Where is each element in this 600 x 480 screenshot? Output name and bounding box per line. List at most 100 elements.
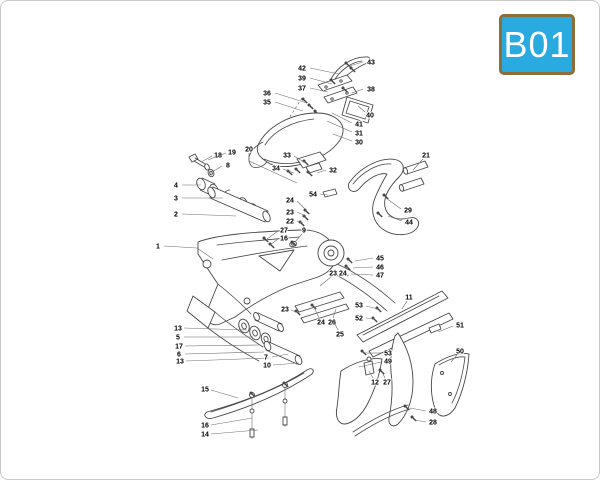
part-number-50: 50 (456, 348, 464, 355)
axle-shaft (207, 186, 271, 223)
part-number-30: 30 (355, 139, 363, 146)
part-number-31: 31 (355, 130, 363, 137)
part-number-15: 15 (201, 386, 209, 393)
part-number-53: 53 (355, 302, 363, 309)
leader-line (309, 77, 333, 85)
fender-strut (335, 332, 414, 427)
part-number-35: 35 (263, 99, 271, 106)
leader-line (266, 230, 279, 240)
part-number-41: 41 (355, 121, 363, 128)
part-number-22: 22 (286, 218, 294, 225)
part-number-2: 2 (174, 211, 178, 218)
part-number-14: 14 (201, 431, 209, 438)
leader-line (437, 325, 454, 333)
plate-holder (341, 96, 374, 124)
part-number-29: 29 (404, 207, 412, 214)
leader-line (183, 327, 248, 331)
part-number-43: 43 (367, 59, 375, 66)
part-number-19: 19 (228, 149, 236, 156)
part-number-7: 7 (264, 354, 268, 361)
part-number-27: 27 (280, 227, 288, 234)
leader-line (274, 92, 308, 104)
leader-line (319, 275, 333, 287)
part-number-36: 36 (263, 90, 271, 97)
leader-line (248, 153, 298, 184)
heel-guard (430, 353, 470, 417)
leader-line (181, 213, 237, 217)
part-number-23: 23 (281, 306, 289, 313)
leader-line (350, 273, 374, 276)
leader-line (387, 215, 403, 222)
leader-line (345, 61, 364, 68)
leader-line (385, 197, 402, 210)
part-number-42: 42 (298, 65, 306, 72)
part-number-37: 37 (298, 85, 306, 92)
part-number-47: 47 (376, 272, 384, 279)
leader-line (210, 389, 239, 399)
leader-line (274, 101, 304, 112)
part-number-25: 25 (336, 331, 344, 338)
part-number-48: 48 (429, 408, 437, 415)
swingarm-body (186, 207, 345, 362)
part-number-24: 24 (317, 319, 325, 326)
part-number-26: 26 (328, 319, 336, 326)
leader-line (365, 305, 379, 310)
part-number-20: 20 (245, 146, 253, 153)
leader-line (332, 308, 337, 319)
part-number-54: 54 (309, 191, 317, 198)
leader-line (409, 407, 427, 412)
leader-line (210, 429, 259, 435)
part-number-13: 13 (176, 358, 184, 365)
leader-line (358, 361, 382, 368)
part-number-10: 10 (263, 362, 271, 369)
part-number-4: 4 (174, 182, 178, 189)
leader-line (272, 362, 300, 366)
page-code-text: B01 (503, 23, 571, 65)
pivot-pin-spacer (253, 312, 303, 366)
leader-line (332, 319, 339, 331)
leader-line (293, 155, 305, 163)
part-number-16: 16 (280, 235, 288, 242)
part-number-52: 52 (355, 315, 363, 322)
leader-line (296, 211, 307, 217)
leader-line (331, 112, 353, 124)
part-number-23-24: 23 24 (329, 270, 347, 277)
leader-line (414, 419, 427, 423)
leader-line (163, 245, 214, 260)
part-number-44: 44 (405, 219, 413, 226)
part-number-13: 13 (174, 325, 182, 332)
leader-line (184, 344, 260, 347)
leader-line (185, 357, 270, 362)
part-number-39: 39 (298, 75, 306, 82)
leader-line (316, 169, 327, 174)
leader-line (313, 306, 320, 319)
part-number-38: 38 (367, 86, 375, 93)
leader-line (352, 266, 374, 269)
part-number-8: 8 (226, 162, 230, 169)
part-number-3: 3 (174, 195, 178, 202)
part-number-40: 40 (366, 112, 374, 119)
lower-linkage-rod (352, 403, 417, 437)
part-number-53: 53 (384, 350, 392, 357)
page-code-badge: B01 (499, 14, 575, 75)
part-number-23: 23 (286, 209, 294, 216)
part-number-17: 17 (175, 343, 183, 350)
leader-line (290, 309, 299, 314)
leader-line (368, 370, 374, 379)
chain-slider (204, 368, 314, 439)
leader-line (326, 120, 353, 133)
leader-line (332, 133, 353, 142)
leader-line (200, 155, 213, 163)
part-number-11: 11 (405, 294, 413, 301)
hub-brake-bands (293, 256, 396, 324)
leader-line (294, 233, 303, 243)
leader-line (354, 257, 374, 262)
leader-line (184, 351, 265, 355)
part-number-16: 16 (201, 422, 209, 429)
part-number-9: 9 (302, 227, 306, 234)
leader-line (351, 88, 364, 94)
part-number-51: 51 (456, 322, 464, 329)
leader-line (269, 238, 279, 246)
